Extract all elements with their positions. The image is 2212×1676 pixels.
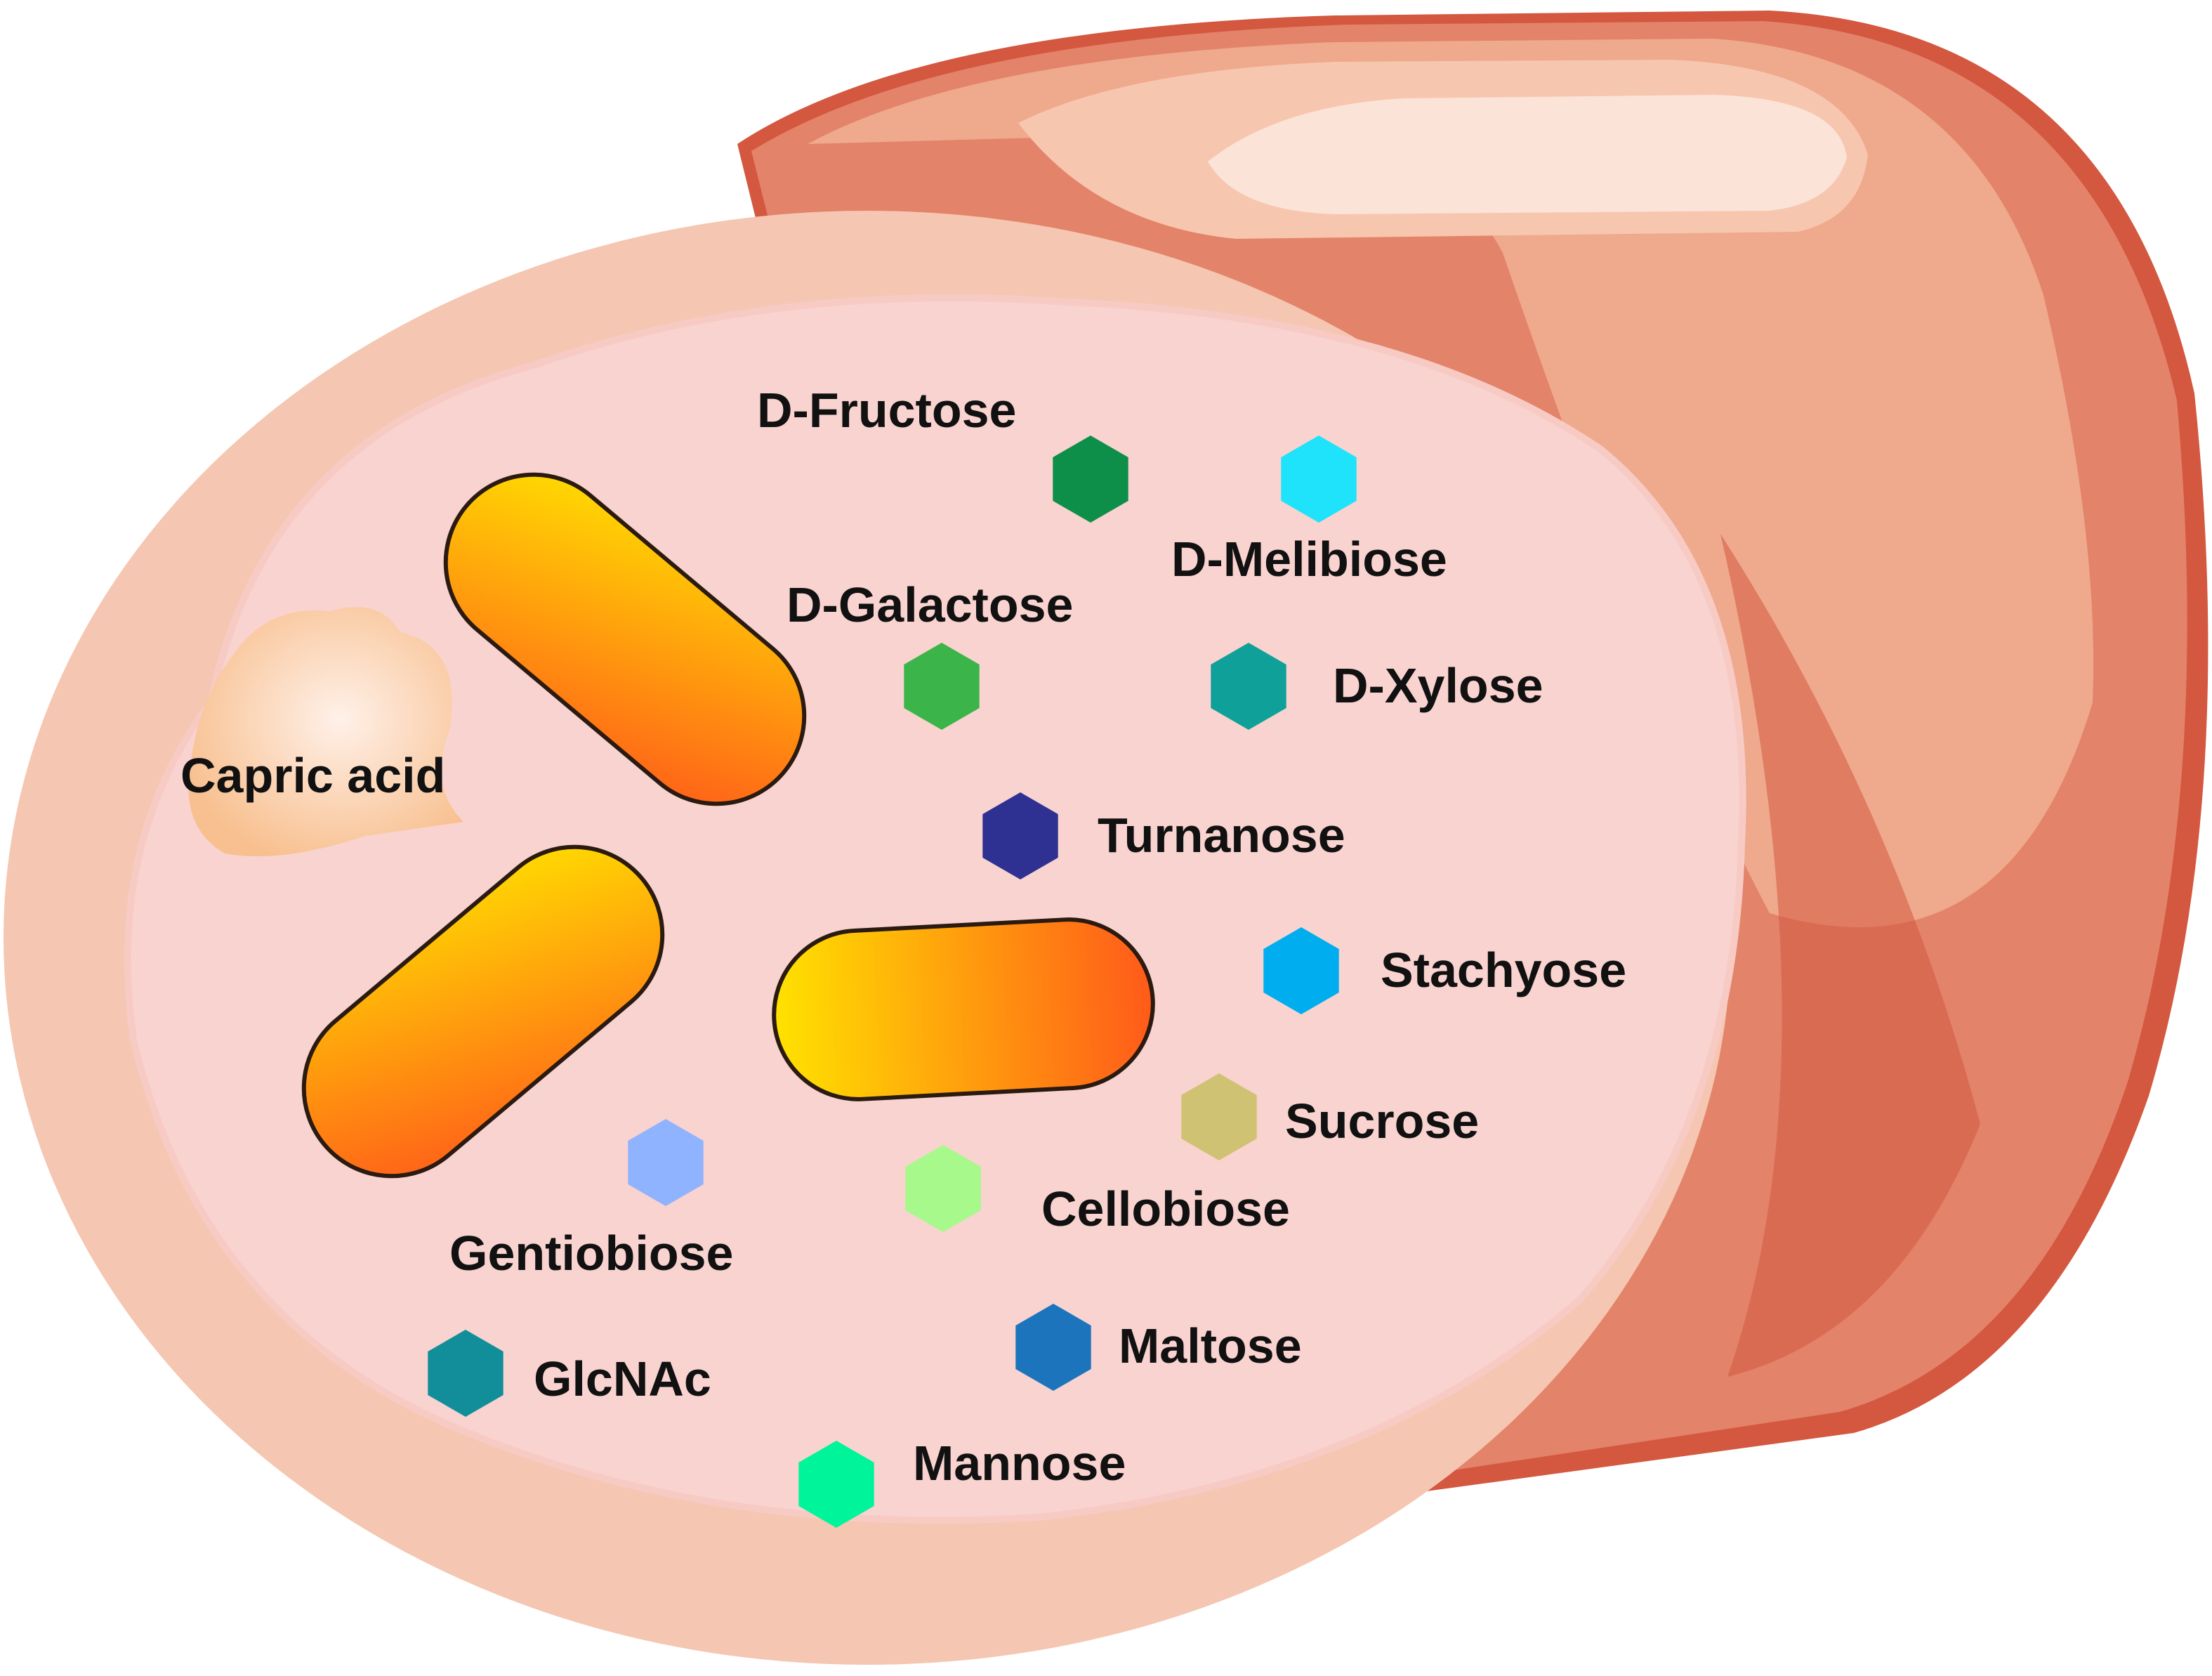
sugar-label: Cellobiose: [1041, 1181, 1290, 1236]
sugar-glcnac: GlcNAc: [428, 1330, 711, 1417]
sugar-label: Gentiobiose: [449, 1226, 733, 1281]
bacteria-group: [301, 472, 1155, 1179]
sugar-label: D-Fructose: [757, 383, 1016, 438]
hexagon-icon: [1211, 643, 1286, 730]
lumen: [124, 294, 1746, 1524]
sugar-maltose: Maltose: [1015, 1304, 1302, 1391]
sugar-d-melibiose: D-Melibiose: [1171, 436, 1447, 587]
bacterium-rod-center: [772, 917, 1155, 1101]
sugar-sucrose: Sucrose: [1181, 1073, 1479, 1160]
sugar-label: Turnanose: [1098, 808, 1345, 863]
sugar-label: D-Xylose: [1333, 658, 1543, 713]
sugar-molecules: D-Fructose D-Melibiose D-Galactose D-Xyl…: [428, 383, 1626, 1528]
sugar-label: Mannose: [913, 1436, 1126, 1491]
sugar-stachyose: Stachyose: [1263, 927, 1626, 1014]
sugar-turnanose: Turnanose: [982, 792, 1345, 879]
hexagon-icon: [798, 1441, 874, 1528]
capric-acid-blob: [188, 607, 463, 857]
hexagon-icon: [1015, 1304, 1091, 1391]
sugar-label: Sucrose: [1285, 1094, 1479, 1148]
sugar-label: Stachyose: [1381, 943, 1626, 997]
hexagon-icon: [628, 1119, 704, 1206]
hexagon-icon: [905, 1145, 981, 1232]
sugar-label: Maltose: [1119, 1318, 1302, 1373]
hexagon-icon: [1263, 927, 1339, 1014]
hexagon-icon: [428, 1330, 503, 1417]
sugar-gentiobiose: Gentiobiose: [449, 1119, 733, 1281]
capric-acid-label: Capric acid: [180, 748, 445, 803]
hexagon-icon: [904, 643, 980, 730]
sugar-d-fructose: D-Fructose: [757, 383, 1128, 523]
sugar-d-xylose: D-Xylose: [1211, 643, 1543, 730]
hexagon-icon: [1053, 436, 1128, 523]
bacterium-rod-left: [301, 844, 665, 1179]
tube-top-shine: [1208, 95, 1847, 214]
tube-side-shadow-fold: [1720, 534, 1980, 1377]
bacterium-rod-top: [443, 472, 807, 806]
sugar-d-galactose: D-Galactose: [786, 577, 1073, 730]
hexagon-icon: [1281, 436, 1357, 523]
sugar-cellobiose: Cellobiose: [905, 1145, 1290, 1236]
hexagon-icon: [1181, 1073, 1257, 1160]
sugar-label: D-Melibiose: [1171, 532, 1447, 587]
capric-acid-droplet: Capric acid: [180, 607, 463, 857]
hexagon-icon: [982, 792, 1058, 879]
sugar-label: GlcNAc: [534, 1351, 711, 1406]
sugar-mannose: Mannose: [798, 1436, 1126, 1528]
sugar-label: D-Galactose: [786, 577, 1073, 632]
